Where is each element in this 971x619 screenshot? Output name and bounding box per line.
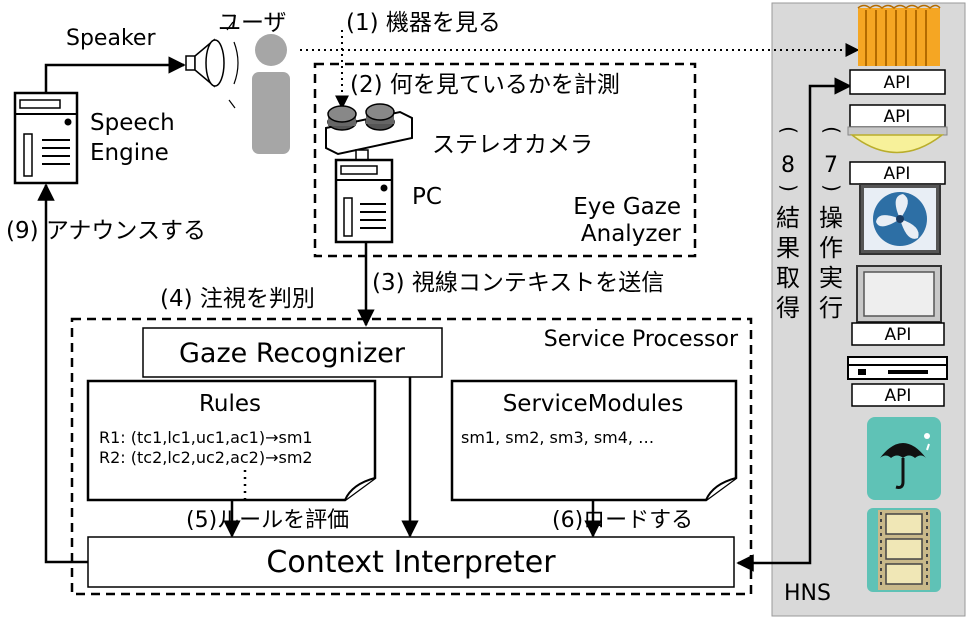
- blinds-device-icon: [857, 4, 941, 66]
- pc-label: PC: [412, 184, 442, 210]
- svg-text:実: 実: [819, 264, 843, 292]
- api-box-blinds: [849, 69, 946, 95]
- api-label-recorder: API: [885, 386, 912, 406]
- api-box-tv: [851, 322, 945, 346]
- context-interpreter-label: Context Interpreter: [266, 545, 556, 580]
- stereo-camera-label: ステレオカメラ: [432, 132, 593, 158]
- api-label-fan: API: [884, 164, 911, 184]
- svg-text:): ): [777, 184, 801, 192]
- service-modules-title: ServiceModules: [503, 391, 684, 417]
- svg-text:結: 結: [776, 204, 800, 232]
- film-strip-icon: [867, 508, 941, 592]
- ceiling-light-icon: [847, 126, 948, 154]
- speech-engine-label-line2: Engine: [90, 140, 169, 166]
- step3-label: (3) 視線コンテキストを送信: [372, 270, 664, 296]
- step1-label: (1) 機器を見る: [346, 10, 501, 36]
- svg-text:行: 行: [819, 294, 843, 322]
- api-label-tv: API: [885, 325, 912, 345]
- weather-umbrella-icon: [867, 417, 941, 500]
- step8-vertical-label: ( 8 ) 結 果 取 得: [776, 126, 801, 322]
- svg-text:作: 作: [819, 234, 843, 262]
- svg-text:操: 操: [819, 204, 843, 232]
- user-label: ユーザ: [218, 10, 287, 36]
- speech-engine-label-line1: Speech: [90, 110, 175, 136]
- pc-computer-icon: [334, 158, 394, 244]
- announce-arrow: [37, 183, 88, 564]
- svg-text:得: 得: [776, 294, 800, 322]
- service-modules-list: sm1, sm2, sm3, sm4, …: [461, 428, 654, 447]
- api-box-recorder: [851, 383, 945, 407]
- svg-text:): ): [820, 184, 844, 192]
- step9-label: (9) アナウンスする: [6, 218, 206, 244]
- eye-gaze-label-line1: Eye Gaze: [573, 194, 681, 220]
- svg-text:8: 8: [781, 153, 795, 178]
- step6-label: (6)ロードする: [552, 508, 693, 533]
- speech-engine-computer-icon: [13, 91, 79, 185]
- service-processor-label: Service Processor: [544, 327, 739, 352]
- svg-text:(: (: [777, 126, 801, 134]
- gaze-recognizer-box: [142, 327, 443, 378]
- hns-label: HNS: [784, 581, 831, 606]
- api-label-blinds: API: [884, 73, 911, 93]
- svg-text:(: (: [820, 126, 844, 134]
- stereo-camera-icon: [325, 103, 413, 161]
- step2-label: (2) 何を見ているかを計測: [350, 72, 620, 98]
- speech-to-speaker-arrow: [44, 56, 186, 93]
- ventilation-fan-icon: [859, 183, 941, 255]
- gaze-recognizer-label: Gaze Recognizer: [179, 338, 406, 369]
- api-label-light: API: [884, 107, 911, 127]
- svg-text:取: 取: [776, 264, 800, 292]
- step7-vertical-label: ( 7 ) 操 作 実 行: [819, 126, 844, 322]
- dvd-recorder-icon: [847, 356, 948, 380]
- context-interpreter-box: [87, 536, 735, 588]
- user-icon: [252, 34, 290, 154]
- speaker-icon: [185, 21, 239, 109]
- step5-label: (5)ルールを評価: [186, 508, 349, 533]
- eye-gaze-label-line2: Analyzer: [581, 221, 682, 247]
- svg-text:7: 7: [824, 153, 838, 178]
- speaker-label: Speaker: [66, 26, 156, 51]
- rule-r1: R1: (tc1,lc1,uc1,ac1)→sm1: [99, 428, 313, 447]
- hns-operation-arrow: [736, 77, 852, 572]
- svg-text:果: 果: [776, 234, 800, 262]
- rule-r2: R2: (tc2,lc2,uc2,ac2)→sm2: [99, 448, 313, 467]
- step4-label: (4) 注視を判別: [160, 286, 315, 312]
- television-icon: [856, 265, 942, 323]
- rules-title: Rules: [199, 391, 261, 417]
